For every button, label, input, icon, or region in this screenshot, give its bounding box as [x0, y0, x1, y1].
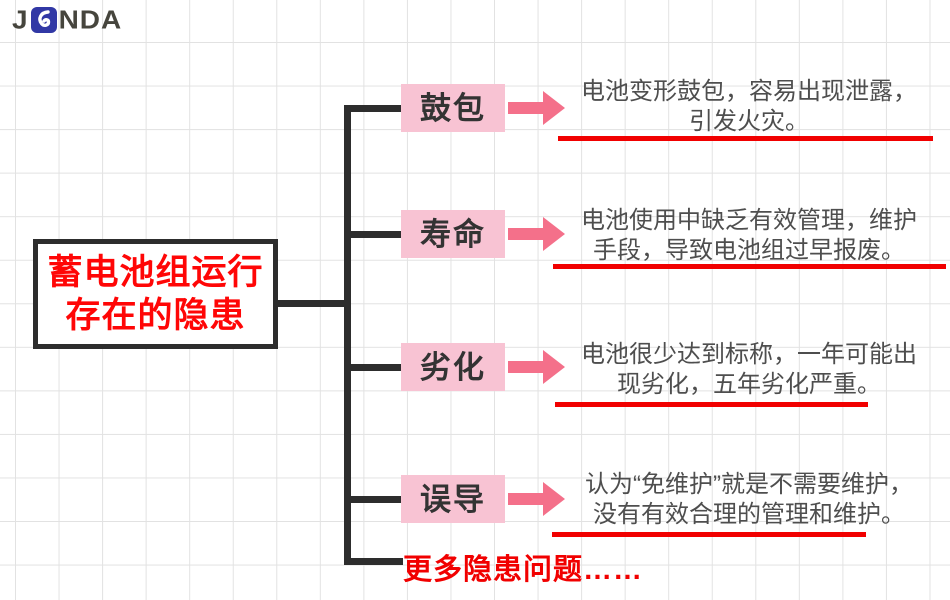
main-topic-box: 蓄电池组运行 存在的隐患 — [33, 239, 278, 349]
connector-footer — [351, 558, 403, 565]
right-arrow-icon — [508, 482, 565, 516]
red-underline — [555, 402, 868, 407]
branch-label-text: 寿命 — [420, 216, 486, 252]
logo-letter-j: J — [12, 5, 29, 34]
red-underline — [558, 136, 933, 141]
footer-note: 更多隐患问题…… — [403, 554, 644, 586]
logo-letters-nda: NDA — [58, 5, 123, 34]
description-line: 电池变形鼓包，容易出现泄露， — [581, 78, 917, 105]
right-arrow-icon — [508, 91, 565, 125]
description-line: 手段，导致电池组过早报废。 — [593, 237, 905, 264]
connector-trunk — [344, 105, 351, 565]
branch-description-degradation: 电池很少达到标称，一年可能出 现劣化，五年劣化严重。 — [553, 340, 945, 400]
red-underline — [553, 264, 946, 269]
branch-label-lifespan: 寿命 — [401, 210, 505, 258]
connector-branch-1 — [351, 105, 401, 112]
description-line: 引发火灾。 — [689, 108, 809, 135]
branch-label-text: 误导 — [420, 481, 486, 517]
branch-label-text: 劣化 — [420, 349, 486, 385]
branch-label-misleading: 误导 — [401, 475, 505, 523]
right-arrow-icon — [508, 350, 565, 384]
description-line: 没有有效合理的管理和维护。 — [593, 501, 905, 528]
branch-label-degradation: 劣化 — [401, 343, 505, 391]
branch-description-lifespan: 电池使用中缺乏有效管理，维护 手段，导致电池组过早报废。 — [553, 206, 945, 266]
description-line: 电池很少达到标称，一年可能出 — [581, 341, 917, 368]
connector-branch-2 — [351, 231, 401, 238]
red-underline — [552, 532, 866, 537]
description-line: 电池使用中缺乏有效管理，维护 — [581, 207, 917, 234]
main-topic-line1: 蓄电池组运行 — [47, 253, 264, 292]
main-topic-line2: 存在的隐患 — [65, 296, 246, 335]
branch-label-bulge: 鼓包 — [401, 84, 505, 132]
branch-description-misleading: 认为“免维护”就是不需要维护， 没有有效合理的管理和维护。 — [553, 470, 945, 530]
logo-junda: J NDA — [12, 5, 122, 35]
connector-branch-3 — [351, 364, 401, 371]
right-arrow-icon — [508, 217, 565, 251]
branch-label-text: 鼓包 — [420, 90, 486, 126]
description-line: 现劣化，五年劣化严重。 — [617, 371, 881, 398]
description-line: 认为“免维护”就是不需要维护， — [585, 471, 913, 498]
connector-branch-4 — [351, 496, 401, 503]
branch-description-bulge: 电池变形鼓包，容易出现泄露， 引发火灾。 — [553, 77, 945, 137]
logo-hook-icon — [30, 7, 57, 33]
connector-main — [276, 300, 344, 307]
